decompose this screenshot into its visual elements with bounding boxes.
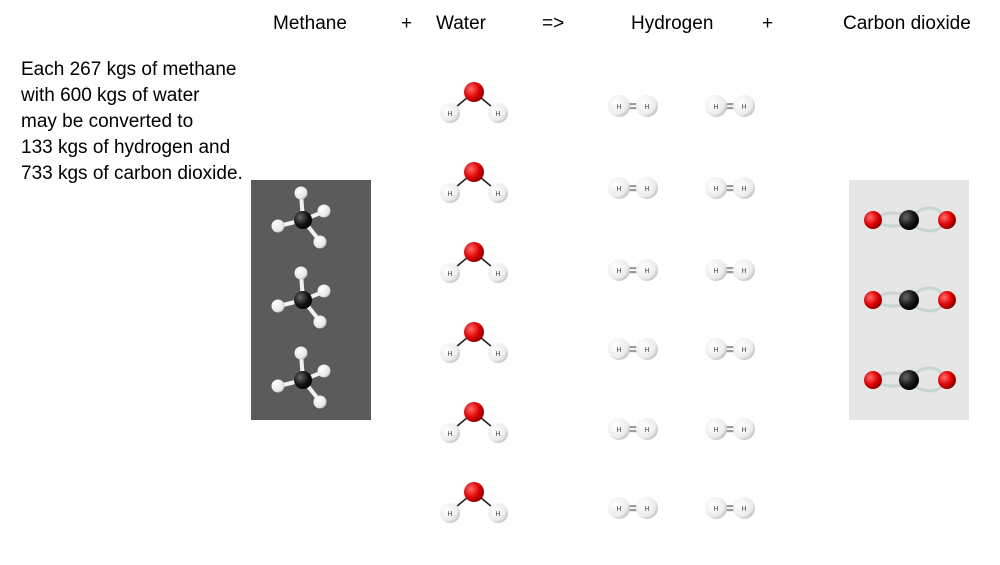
- methane-molecules-image: [251, 180, 371, 420]
- svg-text:H: H: [447, 350, 452, 358]
- svg-text:H: H: [495, 510, 500, 518]
- svg-text:H: H: [713, 346, 718, 354]
- svg-text:H: H: [644, 426, 649, 434]
- svg-text:H: H: [644, 505, 649, 513]
- svg-text:H: H: [644, 103, 649, 111]
- svg-text:H: H: [741, 185, 746, 193]
- carbon-dioxide-molecule: [859, 192, 963, 248]
- svg-text:H: H: [495, 270, 500, 278]
- svg-text:H: H: [741, 426, 746, 434]
- svg-text:H: H: [616, 267, 621, 275]
- svg-text:H: H: [741, 103, 746, 111]
- svg-text:H: H: [495, 190, 500, 198]
- svg-text:H: H: [616, 103, 621, 111]
- svg-text:H: H: [713, 267, 718, 275]
- carbon-dioxide-heading: Carbon dioxide: [843, 13, 971, 34]
- svg-text:H: H: [713, 103, 718, 111]
- svg-text:H: H: [616, 346, 621, 354]
- yields-arrow: =>: [542, 13, 565, 34]
- plus-sign: +: [401, 13, 413, 34]
- methane-heading: Methane: [273, 13, 347, 34]
- carbon-dioxide-molecule: [859, 352, 963, 408]
- svg-text:H: H: [495, 430, 500, 438]
- svg-text:H: H: [741, 505, 746, 513]
- svg-text:H: H: [616, 505, 621, 513]
- svg-text:H: H: [644, 346, 649, 354]
- plus-sign: +: [762, 13, 774, 34]
- hydrogen-heading: Hydrogen: [631, 13, 714, 34]
- svg-text:H: H: [713, 426, 718, 434]
- svg-text:H: H: [447, 430, 452, 438]
- carbon-dioxide-molecules-image: [849, 180, 969, 420]
- description-line: may be converted to: [21, 111, 194, 132]
- svg-text:H: H: [616, 426, 621, 434]
- svg-text:H: H: [644, 267, 649, 275]
- methane-molecule: [261, 342, 361, 420]
- svg-text:H: H: [447, 270, 452, 278]
- svg-text:H: H: [616, 185, 621, 193]
- svg-text:H: H: [447, 510, 452, 518]
- svg-text:H: H: [741, 267, 746, 275]
- svg-text:H: H: [713, 505, 718, 513]
- svg-text:H: H: [741, 346, 746, 354]
- svg-text:H: H: [447, 190, 452, 198]
- water-heading: Water: [436, 13, 486, 34]
- description-line: with 600 kgs of water: [21, 85, 200, 106]
- description-line: 733 kgs of carbon dioxide.: [21, 163, 243, 184]
- svg-text:H: H: [495, 350, 500, 358]
- svg-text:H: H: [447, 110, 452, 118]
- svg-text:H: H: [644, 185, 649, 193]
- carbon-dioxide-molecule: [859, 272, 963, 328]
- conversion-description: Each 267 kgs of methane with 600 kgs of …: [21, 57, 261, 187]
- methane-molecule: [261, 182, 361, 260]
- methane-molecule: [261, 262, 361, 340]
- svg-text:H: H: [713, 185, 718, 193]
- description-line: Each 267 kgs of methane: [21, 59, 237, 80]
- svg-text:H: H: [495, 110, 500, 118]
- description-line: 133 kgs of hydrogen and: [21, 137, 231, 158]
